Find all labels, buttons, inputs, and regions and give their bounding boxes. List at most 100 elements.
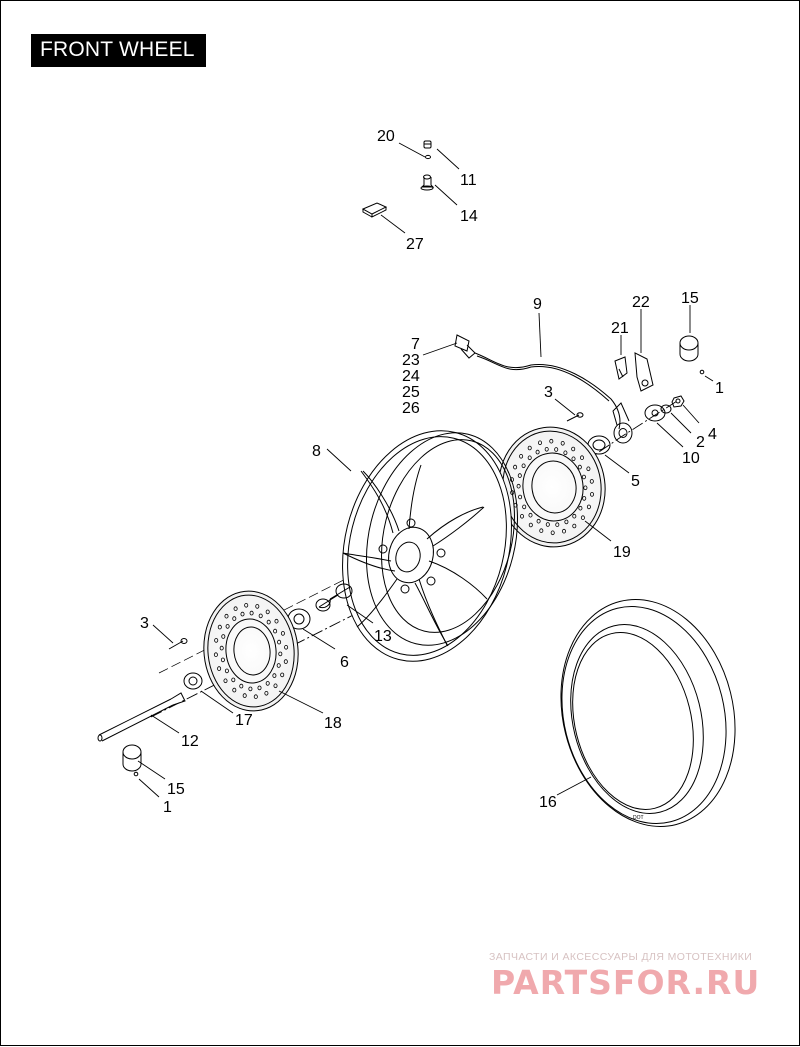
rotor-vent-hole <box>571 456 576 462</box>
rotor-vent-hole <box>257 685 262 691</box>
rotor-vent-hole <box>264 690 269 696</box>
valve-core-part <box>425 154 431 160</box>
washer-2-part <box>660 404 672 414</box>
rotor-vent-hole <box>544 446 549 452</box>
callout-20: 20 <box>377 128 395 145</box>
callout-16: 16 <box>539 794 557 811</box>
rotor-vent-hole <box>583 485 588 491</box>
rotor-vent-hole <box>580 515 585 520</box>
rotor-vent-hole <box>516 483 521 489</box>
callout-15-top: 15 <box>681 290 699 307</box>
rotor-vent-hole <box>276 663 281 668</box>
callout-14: 14 <box>460 208 478 225</box>
callout-3-left: 3 <box>140 615 149 632</box>
rotor-vent-hole <box>577 464 582 470</box>
rotor-vent-hole <box>519 453 524 459</box>
rotor-vent-hole <box>571 446 576 452</box>
callout-7: 7 <box>411 336 420 353</box>
rotor-vent-hole <box>232 687 237 693</box>
washer-10-part <box>644 404 666 422</box>
rotor-vent-hole <box>266 619 271 625</box>
rotor-vent-hole <box>564 519 569 525</box>
callout-1-top: 1 <box>715 380 724 397</box>
callout-17: 17 <box>235 712 253 729</box>
rotor-vent-hole <box>527 445 532 451</box>
rotor-vent-hole <box>582 496 587 501</box>
rotor-vent-hole <box>220 657 225 663</box>
rotor-vent-hole <box>224 613 229 619</box>
callout-labels: 20 11 14 27 9 22 15 21 7 23 24 25 26 1 3… <box>140 128 724 816</box>
rotor-vent-hole <box>240 611 245 617</box>
watermark-tagline: ЗАПЧАСТИ И АКСЕССУАРЫ ДЛЯ МОТОТЕХНИКИ <box>489 951 753 963</box>
rotor-vent-hole <box>517 473 522 478</box>
rotor-vent-hole <box>538 440 543 446</box>
balance-weight-part <box>361 202 388 218</box>
rotor-vent-hole <box>242 693 247 698</box>
rotor-vent-hole <box>224 668 229 674</box>
tire-16: DOT <box>560 599 736 827</box>
rotor-vent-hole <box>535 449 540 455</box>
rotor-vent-hole <box>217 624 222 630</box>
callout-25: 25 <box>402 384 420 401</box>
rotor-vent-hole <box>232 616 237 621</box>
rotor-vent-hole <box>560 440 565 446</box>
callout-19: 19 <box>613 544 631 561</box>
screw-3-top <box>566 412 584 422</box>
screw-1-top <box>699 369 705 375</box>
rotor-vent-hole <box>572 523 577 529</box>
rotor-vent-hole <box>549 438 554 444</box>
rotor-vent-hole <box>589 479 594 484</box>
callout-4: 4 <box>708 426 717 443</box>
rotor-vent-hole <box>273 683 278 689</box>
callout-27: 27 <box>406 236 424 253</box>
axle-12-part <box>97 692 186 742</box>
rotor-vent-hole <box>273 628 278 634</box>
callout-26: 26 <box>402 400 420 417</box>
diagram-title: FRONT WHEEL <box>31 34 206 67</box>
rotor-vent-hole <box>265 609 270 615</box>
rotor-vent-hole <box>590 492 595 497</box>
rotor-vent-hole <box>562 528 567 534</box>
callout-12: 12 <box>181 733 199 750</box>
callout-10: 10 <box>682 450 700 467</box>
rotor-vent-hole <box>572 513 577 519</box>
rotor-vent-hole <box>272 673 277 678</box>
rotor-vent-hole <box>520 513 525 519</box>
rotor-vent-hole <box>214 638 219 643</box>
callout-8: 8 <box>312 443 321 460</box>
callout-1-bottom: 1 <box>163 799 172 816</box>
rotor-vent-hole <box>555 522 560 527</box>
rotor-vent-hole <box>258 613 263 619</box>
callout-13: 13 <box>374 628 392 645</box>
rotor-vent-hole <box>249 610 254 616</box>
rotor-vent-hole <box>563 450 568 456</box>
rotor-vent-hole <box>221 634 226 639</box>
callout-2: 2 <box>696 434 705 451</box>
svg-text:DOT: DOT <box>633 815 644 821</box>
rotor-vent-hole <box>513 464 518 470</box>
valve-cap-part <box>423 140 432 149</box>
rotor-vent-hole <box>586 504 591 510</box>
spacer-17-part <box>183 672 203 690</box>
rotor-vent-hole <box>274 618 279 624</box>
spacer-tube-13 <box>315 583 353 612</box>
nut-4-part <box>671 395 685 408</box>
callout-6: 6 <box>340 654 349 671</box>
bracket-21-part <box>614 356 628 380</box>
valve-stem-part <box>420 174 435 191</box>
rotor-vent-hole <box>539 528 544 533</box>
rotor-vent-hole <box>278 651 283 657</box>
brake-rotor-18 <box>203 590 299 712</box>
rotor-vent-hole <box>213 652 218 657</box>
rotor-vent-hole <box>223 678 228 684</box>
callout-5: 5 <box>631 473 640 490</box>
screw-3-left <box>168 638 188 650</box>
callout-3-top: 3 <box>544 384 553 401</box>
callout-9: 9 <box>533 296 542 313</box>
rotor-vent-hole <box>244 602 249 608</box>
callout-11: 11 <box>460 172 477 189</box>
rotor-vent-hole <box>518 494 523 500</box>
rotor-vent-hole <box>280 631 285 636</box>
callout-23: 23 <box>402 352 420 369</box>
